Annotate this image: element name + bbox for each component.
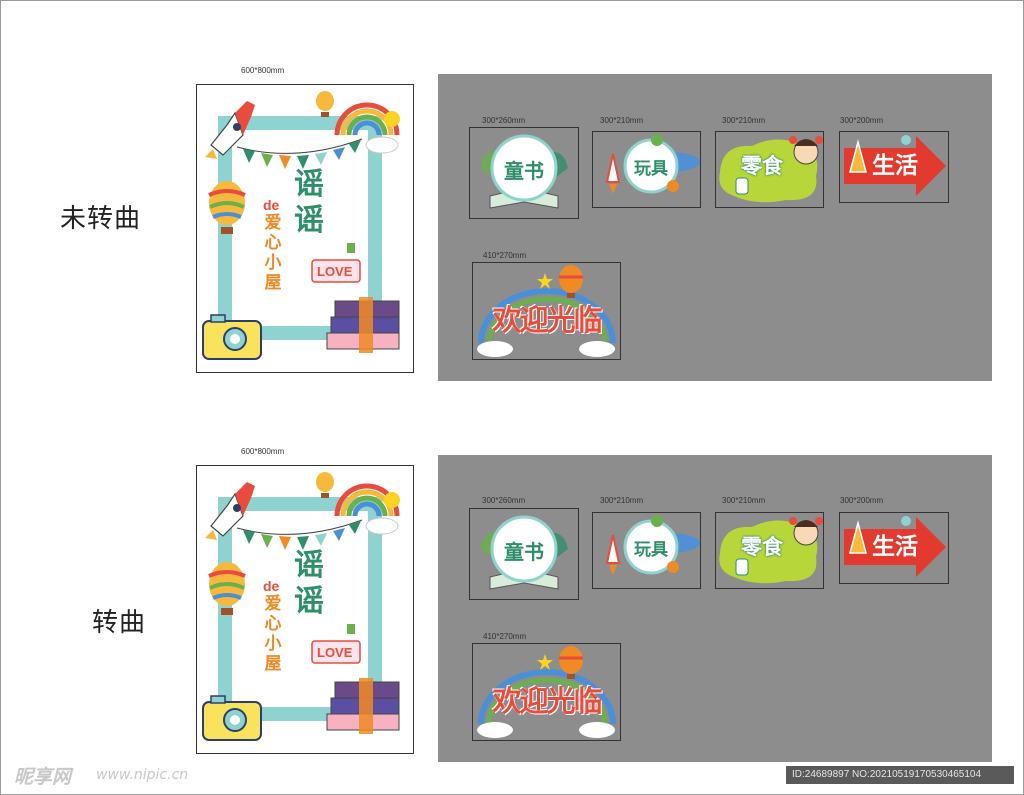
tile-toys-text: 玩具 <box>634 159 668 179</box>
rocket-icon <box>205 482 255 540</box>
board-sub-char-3: 小 <box>264 634 282 654</box>
tile-toys: 玩具 <box>592 131 701 208</box>
tile-welcome: 欢迎光临 <box>472 643 621 741</box>
board-love-text: LOVE <box>317 264 353 279</box>
tile-books: 童书 <box>469 508 579 600</box>
tile-snacks-text: 零食 <box>741 154 783 178</box>
hot-air-balloon-icon <box>316 472 334 498</box>
photo-frame-board: 谣 谣 de 爱 心 小 屋 LOVE <box>196 84 414 373</box>
tile-toys: 玩具 <box>592 512 701 589</box>
tile-size-label: 300*210mm <box>722 496 766 505</box>
books-stack-icon <box>326 678 400 734</box>
tile-toys-text: 玩具 <box>634 540 668 560</box>
rainbow-icon <box>334 483 400 535</box>
watermark-brand: 昵享网 <box>14 766 72 788</box>
board-title-char-2: 谣 <box>294 203 324 238</box>
tile-snacks-text: 零食 <box>741 535 783 559</box>
tile-books-text: 童书 <box>504 159 544 183</box>
board-de-text: de <box>263 578 280 594</box>
love-sign <box>311 624 361 664</box>
tile-size-label: 300*210mm <box>600 116 644 125</box>
big-balloon-icon <box>208 181 246 234</box>
bunting-flags <box>236 138 363 169</box>
board-sub-char-4: 屋 <box>264 273 282 293</box>
board-sub-char-1: 爱 <box>264 594 282 614</box>
tile-life-text: 生活 <box>872 153 918 179</box>
board-sub-char-3: 小 <box>264 253 282 273</box>
tile-size-label: 300*210mm <box>722 116 766 125</box>
board-size-label: 600*800mm <box>241 447 285 456</box>
tile-books-text: 童书 <box>504 540 544 564</box>
board-de-text: de <box>263 197 280 213</box>
tile-life: 生活 <box>839 131 949 203</box>
image-id-bar: ID:24689897 NO:20210519170530465104 <box>786 766 1014 784</box>
tile-size-label: 410*270mm <box>483 251 527 260</box>
board-title-char-2: 谣 <box>294 584 324 619</box>
tile-snacks: 零食 <box>715 512 824 589</box>
board-title-char-1: 谣 <box>294 548 324 583</box>
books-stack-icon <box>326 297 400 353</box>
board-title-char-1: 谣 <box>294 167 324 202</box>
watermark-url: www.nipic.cn <box>96 767 189 783</box>
big-balloon-icon <box>208 562 246 615</box>
tile-life-text: 生活 <box>872 534 918 560</box>
bunting-flags <box>236 519 363 550</box>
rocket-icon <box>205 101 255 159</box>
tile-life: 生活 <box>839 512 949 584</box>
row-label-unconverted: 未转曲 <box>60 204 142 234</box>
camera-icon <box>202 314 262 360</box>
board-sub-char-1: 爱 <box>264 213 282 233</box>
tile-welcome-text: 欢迎光临 <box>492 303 602 337</box>
rainbow-icon <box>334 102 400 154</box>
tile-size-label: 300*200mm <box>840 496 884 505</box>
board-sub-char-2: 心 <box>264 614 282 634</box>
tile-size-label: 300*260mm <box>482 116 526 125</box>
board-love-text: LOVE <box>317 645 353 660</box>
love-sign <box>311 243 361 283</box>
tile-books: 童书 <box>469 127 579 219</box>
board-size-label: 600*800mm <box>241 66 285 75</box>
board-sub-char-4: 屋 <box>264 654 282 674</box>
hot-air-balloon-icon <box>316 91 334 117</box>
photo-frame-board: 谣 谣 de 爱 心 小 屋 LOVE <box>196 465 414 754</box>
tile-size-label: 300*210mm <box>600 496 644 505</box>
tile-size-label: 410*270mm <box>483 632 527 641</box>
tile-welcome: 欢迎光临 <box>472 262 621 360</box>
tile-size-label: 300*200mm <box>840 116 884 125</box>
tile-welcome-text: 欢迎光临 <box>492 684 602 718</box>
row-label-converted: 转曲 <box>92 608 147 638</box>
camera-icon <box>202 695 262 741</box>
board-sub-char-2: 心 <box>264 233 282 253</box>
tile-size-label: 300*260mm <box>482 496 526 505</box>
tile-snacks: 零食 <box>715 131 824 208</box>
